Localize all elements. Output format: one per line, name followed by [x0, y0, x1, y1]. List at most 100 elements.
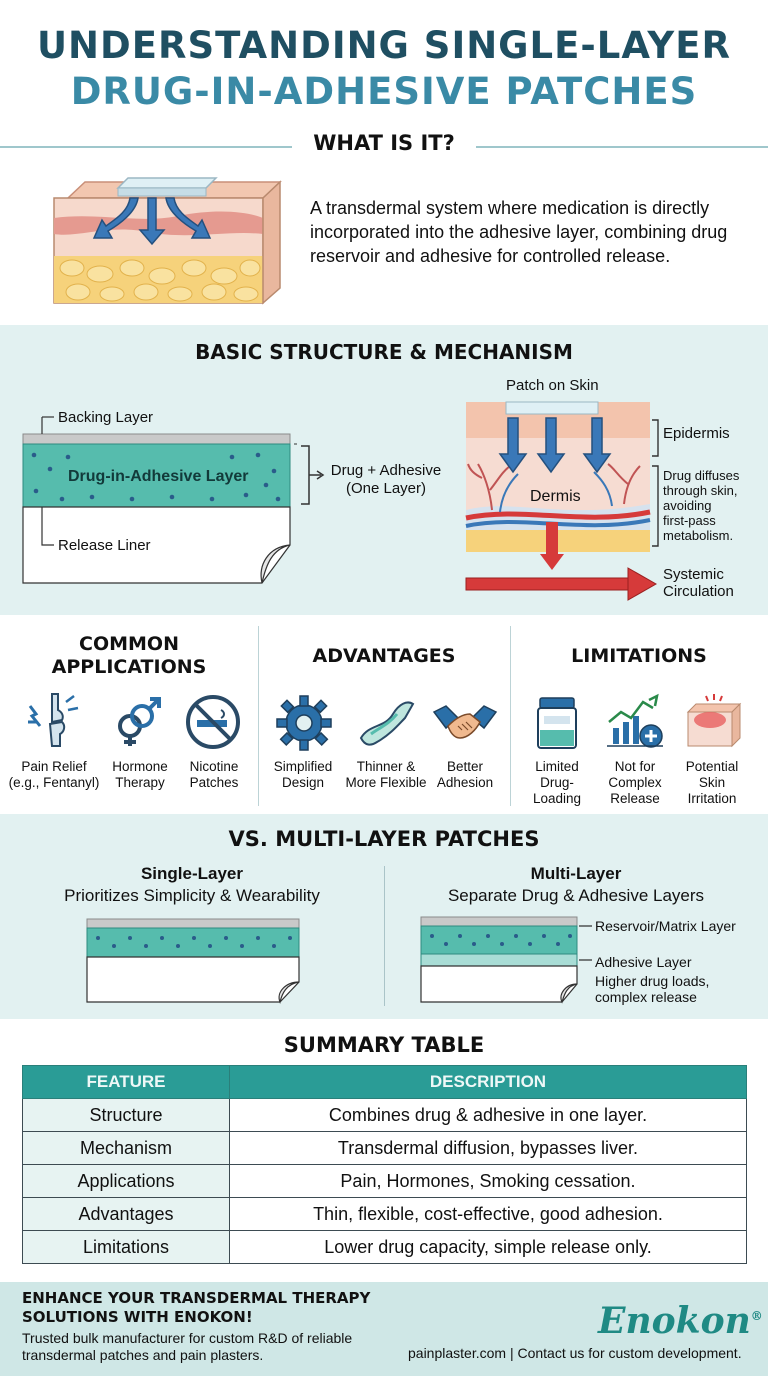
app-nicotine-line2: Patches — [189, 775, 239, 790]
footer-cta-line2: SOLUTIONS WITH ENOKON! — [22, 1308, 253, 1326]
adv-simplified-line1: Simplified — [273, 759, 333, 774]
adv-thinner-line1: Thinner & — [356, 759, 416, 774]
footer-desc-line2: transdermal patches and pain plasters. — [22, 1347, 264, 1363]
table-row: Applications Pain, Hormones, Smoking ces… — [22, 1164, 747, 1198]
registered-mark: ® — [750, 1309, 763, 1323]
structure-heading: BASIC STRUCTURE & MECHANISM — [195, 340, 573, 364]
joint-pain-icon — [28, 693, 79, 747]
what-is-it-description: A transdermal system where medication is… — [310, 198, 728, 266]
diffuse-note: Drug diffuses through skin, avoiding fir… — [663, 468, 739, 543]
page-title-line1: UNDERSTANDING SINGLE-LAYER — [37, 24, 731, 67]
app-hormone-line2: Therapy — [115, 775, 165, 790]
table-cell-description: Combines drug & adhesive in one layer. — [229, 1098, 747, 1132]
multi-note-line2: complex release — [595, 989, 697, 1005]
skin-cross-section — [465, 401, 659, 601]
lim-not-complex-release: Not for Complex Release — [600, 759, 670, 807]
comparison-divider — [384, 866, 385, 1006]
table-cell-description: Thin, flexible, cost-effective, good adh… — [229, 1197, 747, 1231]
table-row: Advantages Thin, flexible, cost-effectiv… — [22, 1197, 747, 1231]
lim-irritation-line2: Skin — [698, 775, 726, 790]
adv-better-adhesion: Better Adhesion — [432, 759, 498, 791]
diffuse-line5: metabolism. — [663, 528, 734, 543]
lim-limited-drug-loading: Limited Drug- Loading — [524, 759, 590, 807]
release-liner-label: Release Liner — [58, 537, 151, 554]
app-hormone-therapy: Hormone Therapy — [102, 759, 178, 791]
adhesive-layer-label: Adhesive Layer — [595, 954, 692, 970]
patch-layers-diagram — [22, 416, 297, 584]
irritated-skin-icon — [686, 694, 742, 748]
backing-layer-label: Backing Layer — [58, 409, 154, 426]
table-cell-feature: Structure — [22, 1098, 230, 1132]
multi-layer-patch-diagram — [420, 916, 592, 1004]
single-layer-title: Single-Layer — [140, 864, 244, 883]
skin-block-illustration — [53, 177, 282, 305]
layer-bracket — [301, 445, 325, 505]
limitations-heading: LIMITATIONS — [571, 645, 707, 667]
app-nicotine-line1: Nicotine — [189, 759, 239, 774]
advantages-heading: ADVANTAGES — [312, 645, 456, 667]
summary-heading: SUMMARY TABLE — [283, 1033, 485, 1057]
drug-layer-label: Drug-in-Adhesive Layer — [68, 468, 249, 485]
container-icon — [537, 697, 577, 749]
single-layer-subtitle: Prioritizes Simplicity & Wearability — [64, 886, 320, 905]
adv-thinner-line2: More Flexible — [345, 775, 427, 790]
multi-layer-subtitle: Separate Drug & Adhesive Layers — [447, 886, 705, 905]
brand-name: Enokon — [598, 1300, 751, 1342]
dermis-label: Dermis — [530, 488, 581, 505]
app-pain-relief-line2: (e.g., Fentanyl) — [8, 775, 100, 790]
table-cell-feature: Mechanism — [22, 1131, 230, 1165]
column-divider-1 — [258, 626, 259, 806]
diffuse-line3: avoiding — [663, 498, 712, 513]
divider-right — [476, 146, 768, 148]
systemic-label-line1: Systemic — [663, 566, 724, 583]
lim-irritation-line3: Irritation — [687, 791, 737, 806]
what-is-it-heading: WHAT IS IT? — [313, 131, 455, 155]
diffuse-line2: through skin, — [663, 483, 738, 498]
footer: ENHANCE YOUR TRANSDERMAL THERAPY SOLUTIO… — [0, 1282, 768, 1376]
footer-contact-link[interactable]: painplaster.com | Contact us for custom … — [408, 1345, 742, 1361]
lim-limited-line3: Loading — [532, 791, 582, 806]
diffuse-line1: Drug diffuses — [663, 468, 740, 483]
table-row: Structure Combines drug & adhesive in on… — [22, 1098, 747, 1132]
footer-cta: ENHANCE YOUR TRANSDERMAL THERAPY SOLUTIO… — [22, 1289, 370, 1327]
applications-heading: COMMON APPLICATIONS — [0, 633, 258, 679]
reservoir-label: Reservoir/Matrix Layer — [595, 918, 736, 934]
summary-table: FEATURE DESCRIPTION Structure Combines d… — [22, 1065, 747, 1264]
adv-thinner-flexible: Thinner & More Flexible — [338, 759, 434, 791]
column-divider-2 — [510, 626, 511, 806]
flexible-patch-icon — [359, 701, 415, 746]
patch-on-skin-label: Patch on Skin — [506, 377, 599, 394]
handshake-icon — [432, 705, 498, 739]
table-cell-description: Lower drug capacity, simple release only… — [229, 1230, 747, 1264]
table-cell-feature: Applications — [22, 1164, 230, 1198]
divider-left — [0, 146, 292, 148]
adv-better-line1: Better — [446, 759, 484, 774]
gear-icon — [276, 695, 332, 751]
app-pain-relief-line1: Pain Relief — [21, 759, 87, 774]
footer-desc-line1: Trusted bulk manufacturer for custom R&D… — [22, 1330, 353, 1346]
enokon-logo: Enokon® — [598, 1300, 763, 1342]
combo-label-line2: (One Layer) — [345, 480, 427, 497]
table-cell-feature: Limitations — [22, 1230, 230, 1264]
gender-symbols-icon — [118, 697, 161, 746]
footer-description: Trusted bulk manufacturer for custom R&D… — [22, 1330, 352, 1364]
table-header-row: FEATURE DESCRIPTION — [22, 1065, 747, 1099]
col-description-header: DESCRIPTION — [229, 1065, 747, 1099]
table-cell-description: Transdermal diffusion, bypasses liver. — [229, 1131, 747, 1165]
lim-skin-irritation: Potential Skin Irritation — [676, 759, 748, 807]
diffuse-line4: first-pass — [663, 513, 716, 528]
systemic-label-line2: Circulation — [663, 583, 734, 600]
page-title-line2: DRUG-IN-ADHESIVE PATCHES — [70, 70, 698, 113]
lim-complex-line3: Release — [610, 791, 660, 806]
adv-simplified-line2: Design — [281, 775, 325, 790]
table-row: Limitations Lower drug capacity, simple … — [22, 1230, 747, 1264]
adv-better-line2: Adhesion — [436, 775, 494, 790]
table-cell-description: Pain, Hormones, Smoking cessation. — [229, 1164, 747, 1198]
multi-note-line1: Higher drug loads, — [595, 973, 710, 989]
lim-irritation-line1: Potential — [685, 759, 739, 774]
applications-heading-line2: APPLICATIONS — [51, 656, 207, 678]
multi-layer-title: Multi-Layer — [530, 864, 622, 883]
app-pain-relief: Pain Relief (e.g., Fentanyl) — [6, 759, 102, 791]
col-feature-header: FEATURE — [22, 1065, 230, 1099]
multi-layer-note: Higher drug loads, complex release — [595, 973, 709, 1005]
